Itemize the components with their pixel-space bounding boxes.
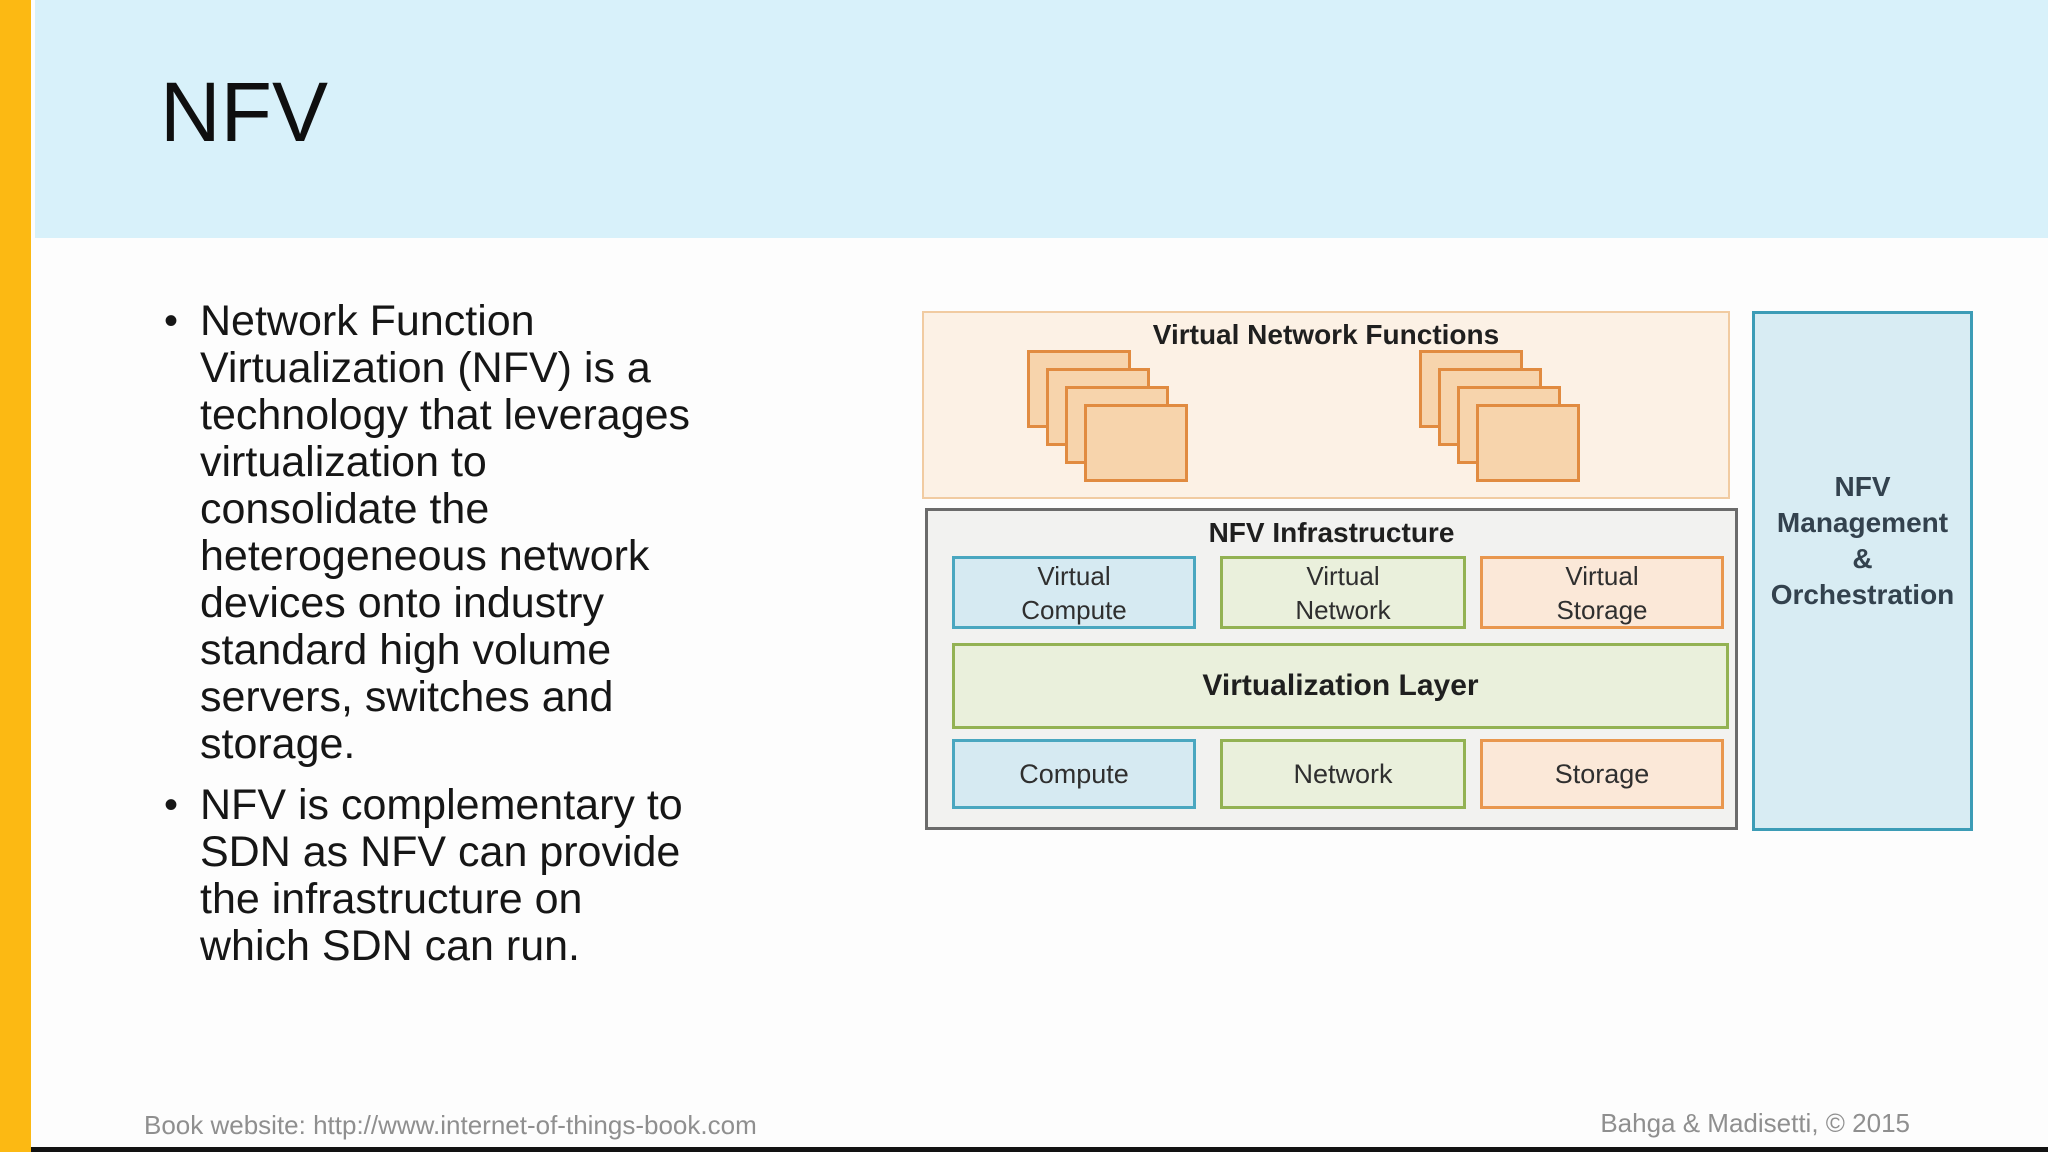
storage-label: Storage <box>1554 758 1650 789</box>
virtual-network-label: Virtual Network <box>1295 560 1391 625</box>
compute-box: Compute <box>952 739 1196 809</box>
vnf-card-stack <box>1027 350 1191 485</box>
mgmt-line: NFV <box>1834 471 1891 502</box>
virtual-storage-label: Virtual Storage <box>1556 560 1648 625</box>
mgmt-line: & <box>1852 543 1873 574</box>
nfv-infrastructure-box: NFV Infrastructure Virtual Compute Virtu… <box>925 508 1738 830</box>
virtual-compute-label: Virtual Compute <box>1021 560 1127 625</box>
vnf-title: Virtual Network Functions <box>1152 319 1500 350</box>
vnf-card <box>1476 404 1580 482</box>
left-accent-bar <box>0 0 31 1152</box>
footer-book-website: Book website: http://www.internet-of-thi… <box>144 1110 757 1140</box>
bottom-edge-bar <box>31 1147 2048 1152</box>
virtualization-layer-box: Virtualization Layer <box>952 643 1729 729</box>
virtual-network-box: Virtual Network <box>1220 556 1466 629</box>
footer-copyright: Bahga & Madisetti, © 2015 <box>1600 1108 1910 1138</box>
virtual-compute-box: Virtual Compute <box>952 556 1196 629</box>
compute-label: Compute <box>1019 758 1129 789</box>
vnf-card-stack <box>1419 350 1583 485</box>
bullet-list: Network Function Virtualization (NFV) is… <box>164 298 704 970</box>
slide-header <box>35 0 2048 238</box>
mgmt-line: Management <box>1776 507 1949 538</box>
nfv-management-orchestration-box: NFV Management & Orchestration <box>1752 311 1973 831</box>
bullet-item: NFV is complementary to SDN as NFV can p… <box>164 782 698 970</box>
vnf-card <box>1084 404 1188 482</box>
virtual-storage-box: Virtual Storage <box>1480 556 1724 629</box>
nfv-infrastructure-title: NFV Infrastructure <box>1208 517 1455 548</box>
page-title: NFV <box>160 65 328 159</box>
network-label: Network <box>1293 758 1393 789</box>
vnf-box: Virtual Network Functions <box>922 311 1730 499</box>
bullet-item: Network Function Virtualization (NFV) is… <box>164 298 698 768</box>
network-box: Network <box>1220 739 1466 809</box>
mgmt-line: Orchestration <box>1770 579 1955 610</box>
storage-box: Storage <box>1480 739 1724 809</box>
